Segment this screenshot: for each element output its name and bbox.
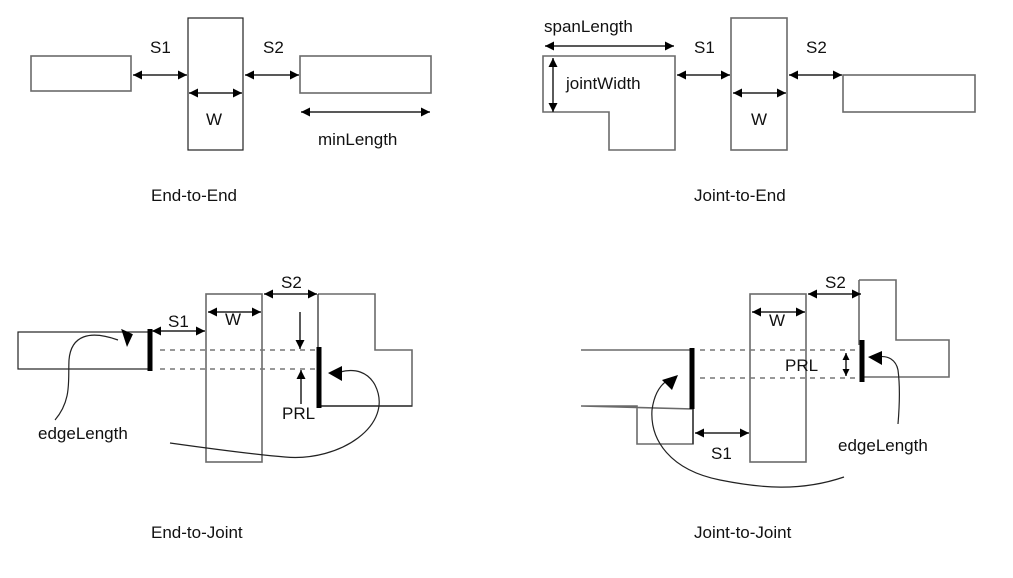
s2-label: S2: [281, 273, 302, 292]
edge-length-label: edgeLength: [38, 424, 128, 443]
end-to-end-diagram: S1 S2 W minLength End-to-End: [30, 17, 432, 205]
s1-label: S1: [150, 38, 171, 57]
left-joint-shape: [580, 349, 694, 445]
end-to-end-caption: End-to-End: [151, 186, 237, 205]
left-edge-pointer-curve: [651, 379, 845, 488]
left-edge-pointer-arrowhead: [662, 375, 678, 390]
s2-label: S2: [263, 38, 284, 57]
edge-length-pointer-curve: [54, 334, 119, 421]
end-to-joint-caption: End-to-Joint: [151, 523, 243, 542]
w-label: W: [751, 110, 767, 129]
joint-shape: [542, 55, 676, 151]
s2-label: S2: [806, 38, 827, 57]
right-edge-pointer-curve: [877, 355, 901, 425]
right-joint-shape: [859, 279, 950, 378]
center-wire: [187, 17, 244, 151]
w-label: W: [225, 310, 241, 329]
prl-label: PRL: [282, 404, 315, 423]
joint-width-label: jointWidth: [565, 74, 641, 93]
joint-edge-pointer-arrowhead: [328, 366, 342, 381]
center-wire: [205, 293, 263, 463]
right-wire: [842, 74, 976, 113]
joint-shape: [318, 293, 413, 407]
right-wire: [299, 55, 432, 94]
joint-to-joint-diagram: S2 W PRL S1 edgeLength Joint-to-Joint: [580, 273, 950, 542]
s1-label: S1: [711, 444, 732, 463]
center-wire: [730, 17, 788, 151]
span-length-label: spanLength: [544, 17, 633, 36]
s1-label: S1: [168, 312, 189, 331]
prl-label: PRL: [785, 356, 818, 375]
end-to-joint-diagram: S1 W S2 PRL edgeLength End-to-Joint: [17, 273, 413, 542]
w-label: W: [769, 311, 785, 330]
min-length-label: minLength: [318, 130, 397, 149]
edge-length-pointer-arrowhead: [121, 328, 133, 347]
edge-length-label: edgeLength: [838, 436, 928, 455]
right-edge-pointer-arrowhead: [868, 351, 882, 365]
s1-label: S1: [694, 38, 715, 57]
joint-edge-pointer-curve: [169, 369, 380, 459]
s2-label: S2: [825, 273, 846, 292]
joint-to-end-caption: Joint-to-End: [694, 186, 786, 205]
joint-to-end-diagram: spanLength jointWidth S1 S2 W Joint-to-E…: [542, 17, 976, 205]
left-wire: [30, 55, 132, 92]
w-label: W: [206, 110, 222, 129]
joint-to-joint-caption: Joint-to-Joint: [694, 523, 792, 542]
